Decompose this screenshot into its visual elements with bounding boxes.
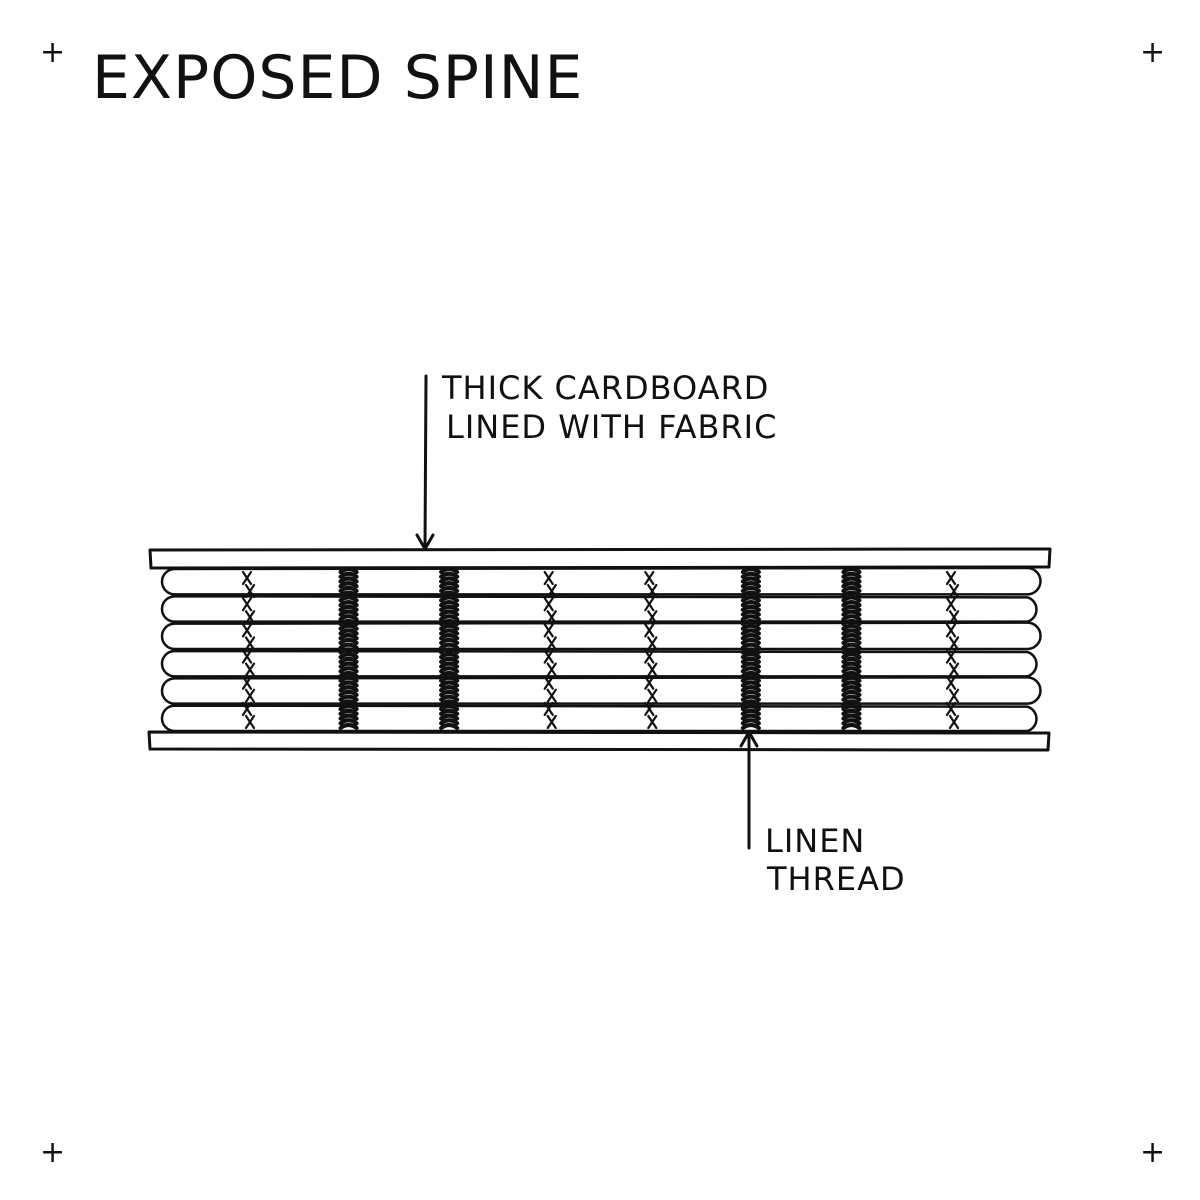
corner-mark-top-right: + [1140, 35, 1165, 70]
cross-stitch-column-1 [241, 570, 256, 730]
cover-leader-arrow [415, 374, 435, 551]
coiled-stitch-column-2 [338, 566, 359, 731]
diagram-title: EXPOSED SPINE [92, 43, 583, 113]
cross-stitch-column-4 [543, 570, 557, 730]
signature-1 [160, 566, 1042, 596]
signature-4 [160, 649, 1038, 678]
corner-mark-bottom-left: + [40, 1135, 65, 1170]
signature-stack [160, 566, 1042, 733]
signature-2 [160, 595, 1038, 623]
stitch-columns [241, 566, 960, 731]
coiled-stitch-column-3 [439, 566, 460, 731]
cover-label-line-2: LINED WITH FABRIC [446, 408, 777, 446]
cover-label-line-1: THICK CARDBOARD [441, 369, 769, 407]
signature-6 [160, 704, 1038, 733]
signature-3 [160, 621, 1042, 651]
coiled-stitch-column-7 [841, 566, 862, 731]
corner-mark-bottom-right: + [1140, 1135, 1165, 1170]
cross-stitch-column-8 [945, 570, 960, 730]
corner-mark-top-left: + [40, 35, 65, 70]
thread-label-line-2: THREAD [766, 860, 906, 898]
coiled-stitch-column-6 [740, 566, 761, 731]
thread-leader-arrow [739, 730, 759, 850]
signature-5 [160, 676, 1042, 705]
cross-stitch-column-5 [644, 570, 658, 730]
thread-label-line-1: LINEN [765, 822, 865, 860]
bottom-cover-board [147, 730, 1051, 752]
top-cover-board [148, 547, 1052, 570]
